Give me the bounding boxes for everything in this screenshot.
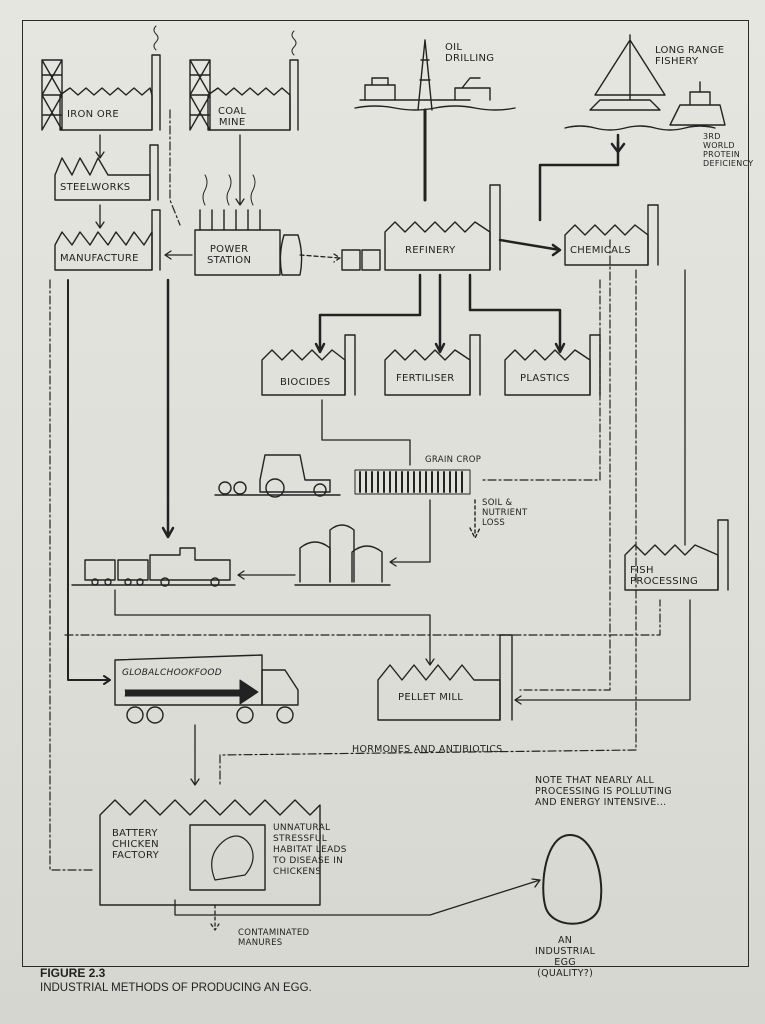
power-station-building bbox=[194, 174, 303, 276]
refinery-building bbox=[341, 184, 501, 271]
label-fish-processing: FISH PROCESSING bbox=[630, 565, 699, 587]
iron-ore-mine-illustration bbox=[41, 25, 161, 131]
label-plastics: PLASTICS bbox=[520, 373, 570, 384]
tractor-illustration bbox=[214, 454, 341, 498]
battery-chicken-factory-building bbox=[99, 799, 321, 906]
label-contaminated-manures: CONTAMINATED MANURES bbox=[238, 928, 310, 948]
fish-processing-building bbox=[624, 519, 729, 591]
oil-rig-illustration bbox=[354, 39, 516, 202]
label-chemicals: CHEMICALS bbox=[570, 245, 631, 256]
fertiliser-building bbox=[384, 334, 481, 396]
chemicals-building bbox=[564, 204, 659, 266]
label-soil-nutrient-loss: SOIL & NUTRIENT LOSS bbox=[482, 498, 528, 528]
label-steelworks: STEELWORKS bbox=[60, 182, 131, 193]
figure-caption: INDUSTRIAL METHODS OF PRODUCING AN EGG. bbox=[40, 982, 312, 994]
figure-number: FIGURE 2.3 bbox=[40, 966, 106, 980]
figure-frame bbox=[22, 20, 749, 967]
plastics-building bbox=[504, 334, 601, 396]
label-pellet-mill: PELLET MILL bbox=[398, 692, 464, 703]
label-grain-crop: GRAIN CROP bbox=[425, 455, 482, 465]
label-long-range-fishery: LONG RANGE FISHERY bbox=[655, 45, 725, 67]
biocides-building bbox=[261, 334, 356, 396]
egg-illustration bbox=[542, 834, 603, 925]
label-hormones-antibiotics: HORMONES AND ANTIBIOTICS bbox=[352, 744, 503, 755]
label-oil-drilling: OIL DRILLING bbox=[445, 42, 495, 64]
grain-crop-illustration bbox=[354, 469, 481, 539]
label-coal-mine: COAL MINE bbox=[218, 106, 247, 128]
coal-mine-illustration bbox=[189, 30, 299, 131]
label-battery-chicken-factory: BATTERY CHICKEN FACTORY bbox=[112, 828, 159, 861]
label-third-world-protein-deficiency: 3RD WORLD PROTEIN DEFICIENCY bbox=[703, 132, 754, 168]
label-biocides: BIOCIDES bbox=[280, 377, 331, 388]
fishing-boat-illustration bbox=[564, 34, 726, 154]
label-refinery: REFINERY bbox=[405, 245, 456, 256]
label-power-station: POWER STATION bbox=[207, 244, 252, 266]
pellet-mill-building bbox=[377, 634, 513, 721]
truck-illustration bbox=[114, 654, 299, 724]
label-industrial-egg: AN INDUSTRIAL EGG (QUALITY?) bbox=[535, 935, 596, 979]
flow-arrows bbox=[67, 134, 691, 931]
note-polluting-energy: NOTE THAT NEARLY ALL PROCESSING IS POLLU… bbox=[535, 775, 672, 808]
energy-lines bbox=[49, 109, 661, 871]
grain-silos-illustration bbox=[294, 524, 391, 586]
label-unnatural-habitat: UNNATURAL STRESSFUL HABITAT LEADS TO DIS… bbox=[273, 823, 347, 877]
label-truck-logo: GLOBALCHOOKFOOD bbox=[122, 668, 223, 678]
label-iron-ore: IRON ORE bbox=[67, 109, 119, 120]
label-manufacture: MANUFACTURE bbox=[60, 253, 139, 264]
label-fertiliser: FERTILISER bbox=[396, 373, 455, 384]
train-illustration bbox=[71, 547, 236, 587]
steelworks-building bbox=[54, 144, 159, 201]
manufacture-building bbox=[54, 209, 161, 271]
